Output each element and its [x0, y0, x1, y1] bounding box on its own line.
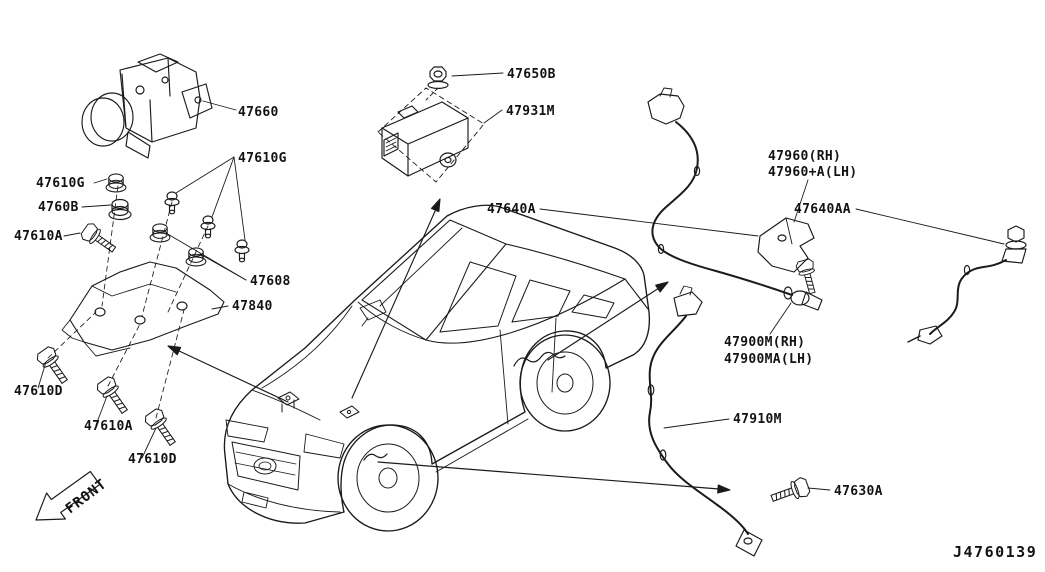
control-module-drawing [377, 87, 485, 183]
callout-47660[interactable]: 47660 [238, 105, 279, 120]
mounting-nut-drawing [425, 66, 449, 101]
bolt-a-lower-drawing [94, 374, 134, 418]
callout-47610G-group[interactable]: 47610G [238, 151, 287, 166]
callout-47610A-upper[interactable]: 47610A [14, 229, 63, 244]
callout-47960-rh[interactable]: 47960(RH) [768, 149, 841, 164]
module-installed-location [339, 405, 360, 419]
callout-47610D-lower[interactable]: 47610D [128, 452, 177, 467]
rear-sensor-bolt-drawing [768, 475, 812, 509]
abs-unit-installed-location [277, 391, 300, 413]
callout-47910M[interactable]: 47910M [733, 412, 782, 427]
drawing-number: J4760139 [953, 543, 1037, 561]
callout-47900MA-lh[interactable]: 47900MA(LH) [724, 352, 813, 367]
sensor-bracket-drawing [757, 217, 822, 296]
callout-47610A-lower[interactable]: 47610A [84, 419, 133, 434]
grommet-left-drawing [105, 173, 127, 193]
callout-47610G-left[interactable]: 47610G [36, 176, 85, 191]
rear-wheel [519, 334, 611, 432]
vehicle-isometric-drawing [223, 204, 651, 532]
callout-47900M-rh[interactable]: 47900M(RH) [724, 335, 805, 350]
pointer-arrows [167, 198, 731, 494]
abs-actuator-drawing [81, 53, 213, 159]
mounting-bracket-drawing [61, 261, 225, 357]
front-wheel [337, 424, 439, 532]
front-direction-label: FRONT [63, 476, 110, 517]
stud-pin-group-drawing [164, 191, 250, 263]
rear-wheel-sensor-drawing [647, 285, 763, 557]
leader-lines [37, 72, 1005, 491]
callout-47650B[interactable]: 47650B [507, 67, 556, 82]
bolt-a-upper-drawing [78, 220, 120, 258]
callout-47640A[interactable]: 47640A [487, 202, 536, 217]
callout-47630A[interactable]: 47630A [834, 484, 883, 499]
callout-47840[interactable]: 47840 [232, 299, 273, 314]
callout-47608[interactable]: 47608 [250, 274, 291, 289]
callout-47960-lh[interactable]: 47960+A(LH) [768, 165, 857, 180]
callout-4760B[interactable]: 4760B [38, 200, 79, 215]
rear-harness-installed-squiggle [513, 351, 566, 367]
assembly-axis-lines [47, 185, 209, 419]
callout-47931M[interactable]: 47931M [506, 104, 555, 119]
front-wheel-sensor-drawing [647, 87, 823, 311]
sensor-assy-aa-drawing [907, 225, 1027, 345]
front-harness-installed-squiggle [363, 453, 388, 461]
callout-47640AA[interactable]: 47640AA [794, 202, 851, 217]
front-direction-arrow [35, 470, 101, 521]
callout-47610D-left[interactable]: 47610D [14, 384, 63, 399]
insulator-left-drawing [108, 198, 132, 221]
insulator-group-drawing [149, 223, 207, 267]
bolt-d-lower-drawing [142, 406, 182, 450]
